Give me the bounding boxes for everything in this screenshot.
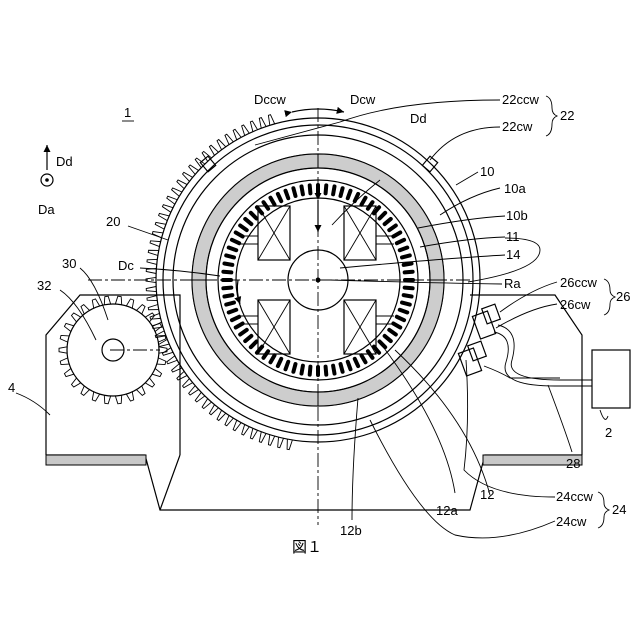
axis-symbol — [41, 145, 53, 186]
label-26: 26 — [616, 289, 630, 304]
label-28: 28 — [566, 456, 580, 471]
label-30: 30 — [62, 256, 76, 271]
base-foot-left — [46, 455, 146, 465]
label-22: 22 — [560, 108, 574, 123]
label-12b: 12b — [340, 523, 362, 538]
controller-box — [592, 350, 630, 408]
label-32: 32 — [37, 278, 51, 293]
label-20: 20 — [106, 214, 120, 229]
label-24: 24 — [612, 502, 626, 517]
label-22ccw: 22ccw — [502, 92, 539, 107]
label-dc: Dc — [118, 258, 134, 273]
label-12: 12 — [480, 487, 494, 502]
label-10a: 10a — [504, 181, 526, 196]
label-24cw: 24cw — [556, 514, 587, 529]
label-10: 10 — [480, 164, 494, 179]
label-dccw: Dccw — [254, 92, 286, 107]
label-12a: 12a — [436, 503, 458, 518]
figure-caption: 図１ — [292, 538, 322, 556]
label-11: 11 — [506, 229, 520, 244]
label-4: 4 — [8, 380, 15, 395]
label-dd-rotor: Dd — [410, 111, 427, 126]
label-10b: 10b — [506, 208, 528, 223]
label-26cw: 26cw — [560, 297, 591, 312]
label-ra: Ra — [504, 276, 521, 291]
shaft-center — [316, 278, 321, 283]
label-24ccw: 24ccw — [556, 489, 593, 504]
label-da-axis: Da — [38, 202, 55, 217]
label-22cw: 22cw — [502, 119, 533, 134]
label-26ccw: 26ccw — [560, 275, 597, 290]
dc-arrow — [237, 280, 240, 304]
ref-main-1: 1 — [124, 105, 131, 120]
label-14: 14 — [506, 247, 520, 262]
sensors-right — [458, 304, 592, 386]
label-dcw: Dcw — [350, 92, 376, 107]
label-2: 2 — [605, 425, 612, 440]
label-dd-axis: Dd — [56, 154, 73, 169]
